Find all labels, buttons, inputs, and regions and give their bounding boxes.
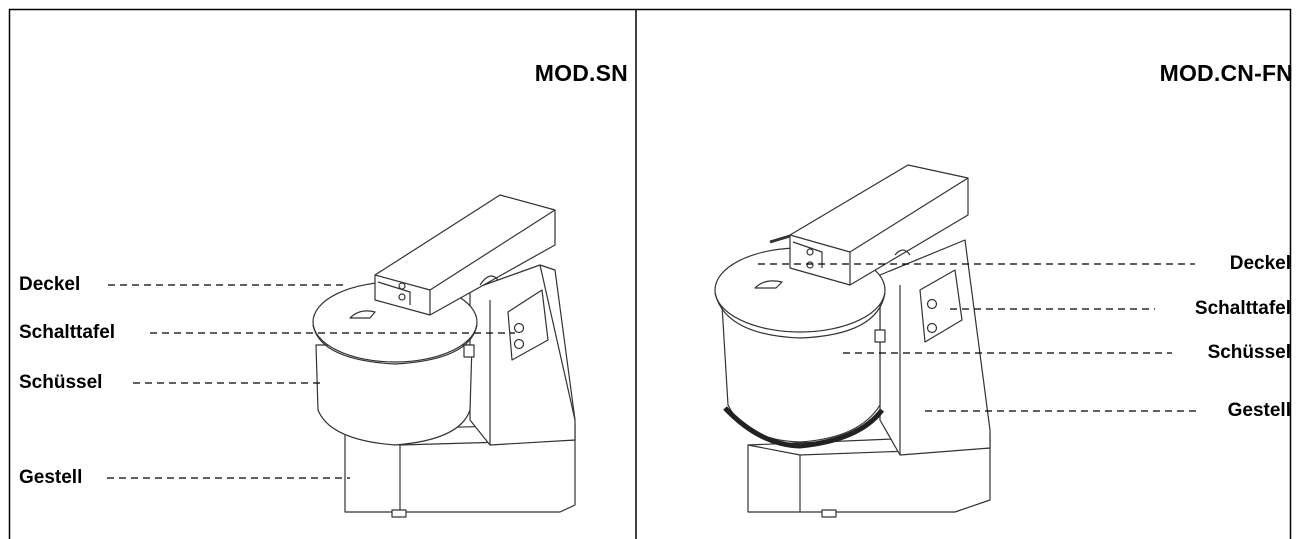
label-schuessel-cn-fn: Schüssel: [1207, 342, 1291, 363]
mixer-illustration-sn: [312, 194, 576, 518]
mixer-illustration-cn-fn: [714, 164, 991, 518]
cnfn-column: [879, 239, 991, 456]
sn-head: [374, 194, 556, 316]
panel-mod-cn-fn: MOD.CN-FN Deckel Schalttafel Schüssel Ge…: [636, 0, 1301, 539]
model-title-cn-fn: MOD.CN-FN: [1159, 60, 1293, 86]
label-gestell-cn-fn: Gestell: [1227, 400, 1291, 421]
cnfn-head: [789, 164, 969, 286]
sn-leader-lines: [107, 284, 515, 479]
panel-mod-sn: MOD.SN Deckel Schalttafel Schüssel Geste…: [0, 0, 636, 539]
label-schalttafel-sn: Schalttafel: [19, 322, 116, 343]
label-deckel-cn-fn: Deckel: [1229, 253, 1291, 274]
label-schuessel-sn: Schüssel: [19, 372, 103, 393]
label-gestell-sn: Gestell: [19, 467, 83, 488]
label-deckel-sn: Deckel: [19, 274, 81, 295]
sn-bowl: [315, 344, 473, 446]
cnfn-leader-lines: [758, 263, 1197, 412]
outer-border: [8, 8, 1292, 539]
model-title-sn: MOD.SN: [534, 60, 628, 86]
label-schalttafel-cn-fn: Schalttafel: [1194, 298, 1291, 319]
